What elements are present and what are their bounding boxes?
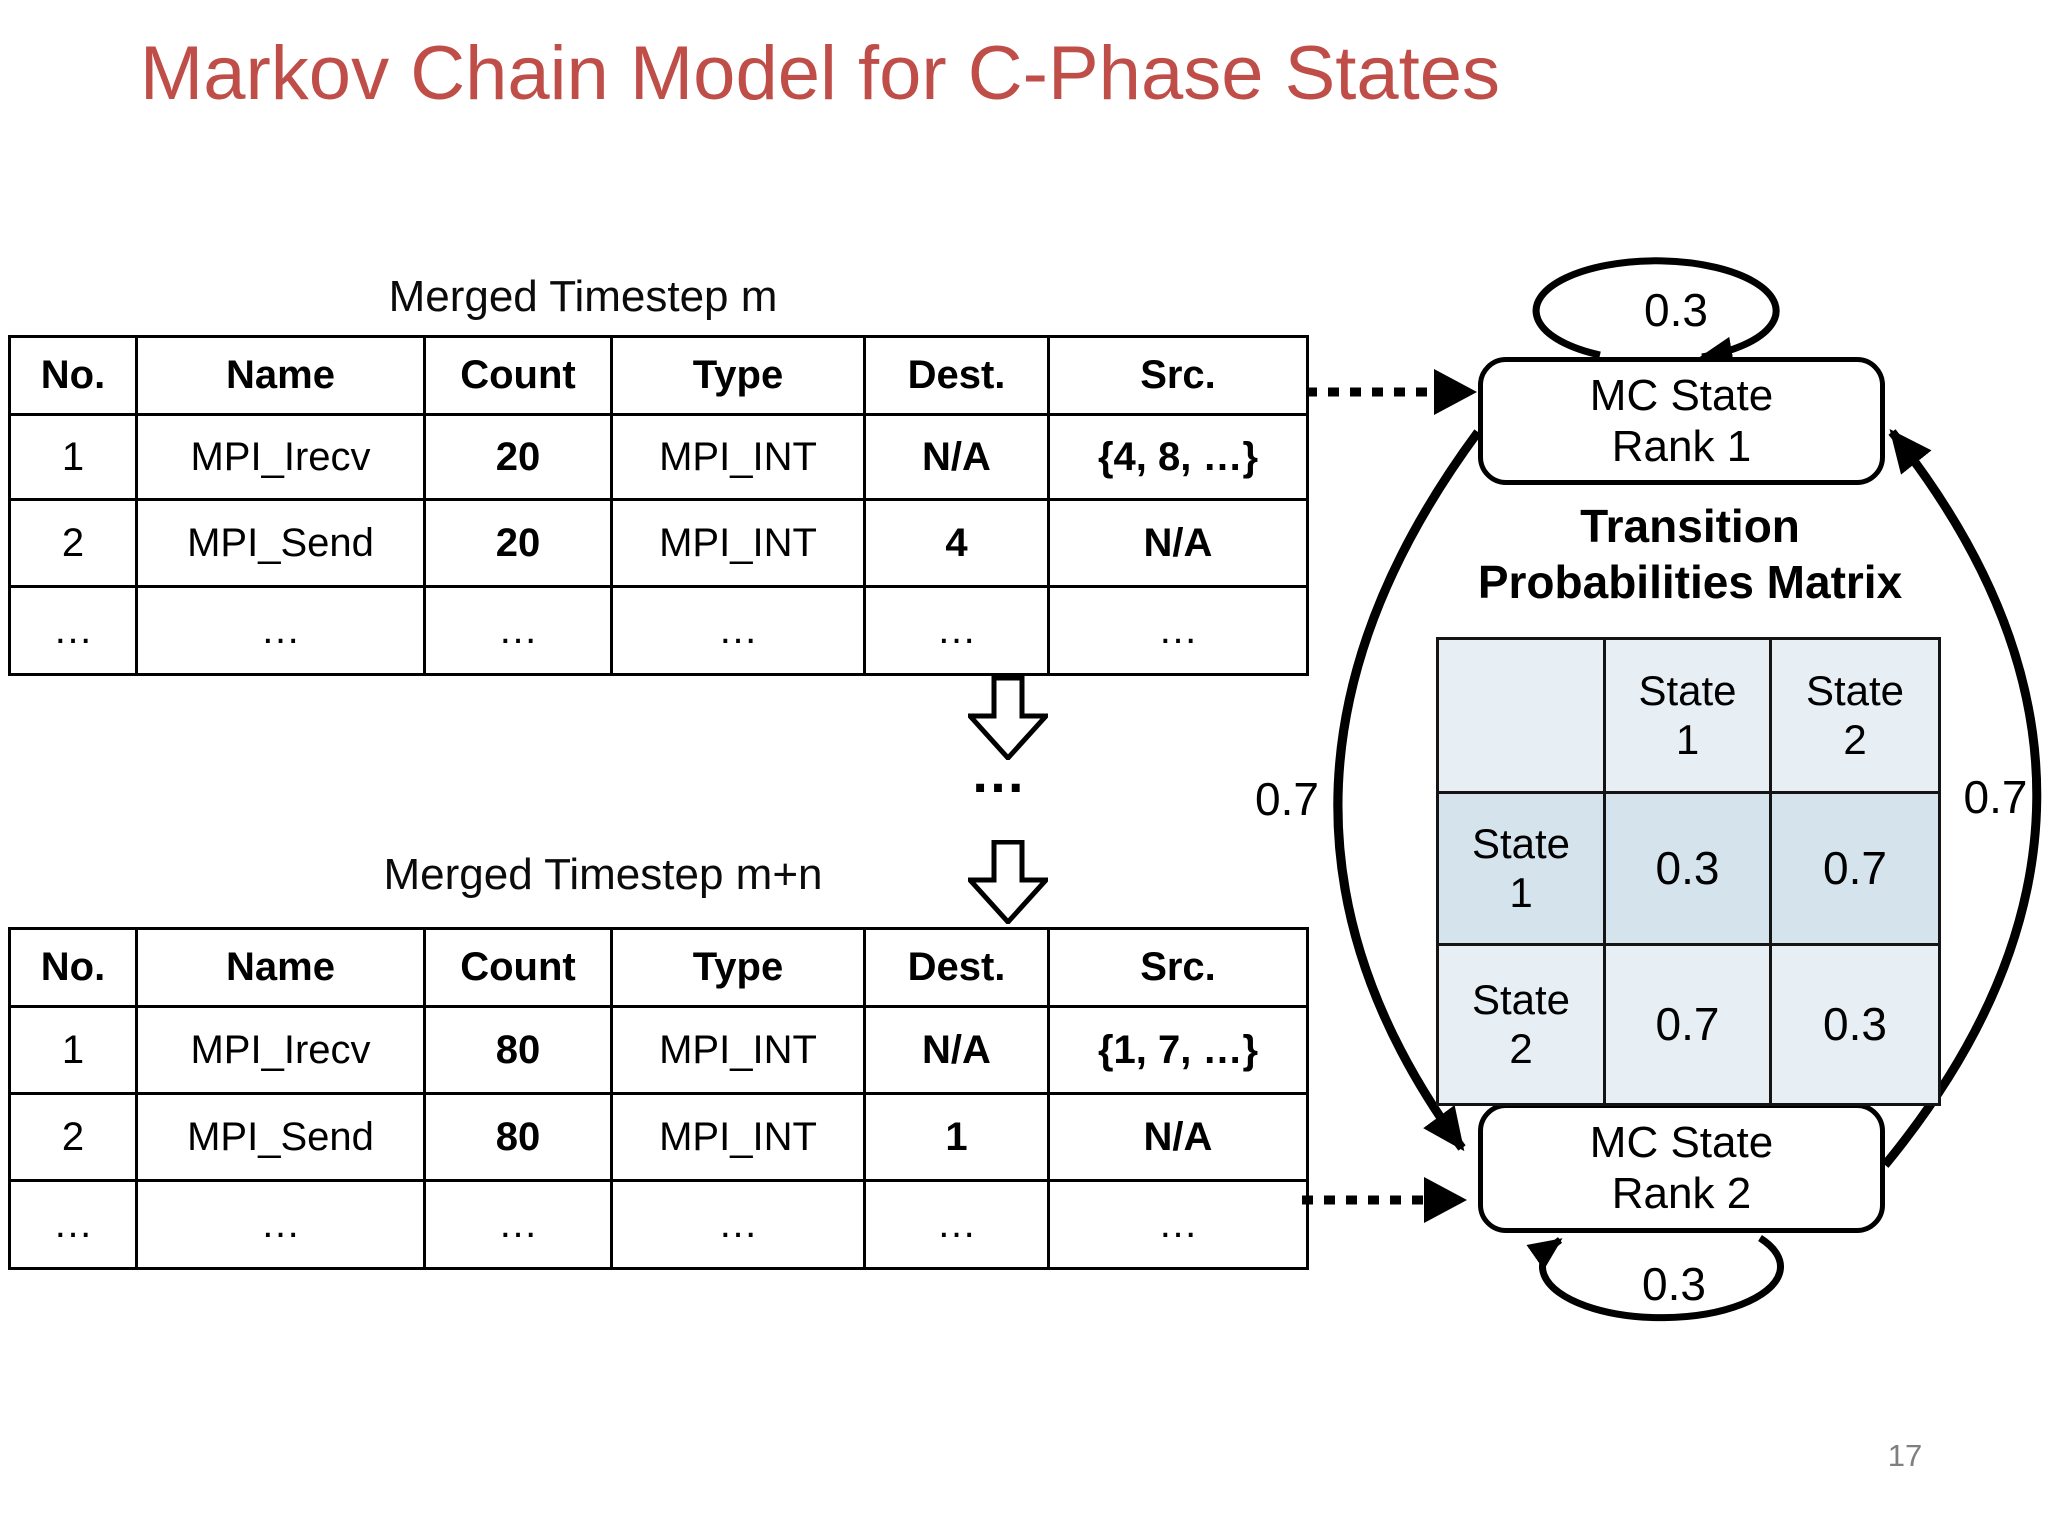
matrix-title-line: Probabilities Matrix (1477, 556, 1903, 609)
self-loop-top-probability: 0.3 (1644, 284, 1708, 336)
matrix-row-state2: State 2 0.7 0.3 (1436, 943, 1941, 1106)
cell: … (863, 1179, 1050, 1270)
table-row: 2 MPI_Send 80 MPI_INT 1 N/A (8, 1092, 1309, 1182)
matrix-title: Transition Probabilities Matrix (1390, 498, 1990, 610)
cell: … (423, 585, 613, 676)
cell: 1 (863, 1092, 1050, 1182)
cell: MPI_INT (610, 1092, 866, 1182)
cell: {4, 8, …} (1047, 413, 1309, 501)
matrix-header-row: State 1 State 2 (1436, 637, 1941, 794)
table-header-row: No. Name Count Type Dest. Src. (8, 335, 1309, 416)
self-loop-state1 (1532, 257, 1780, 367)
cell: … (610, 1179, 866, 1270)
matrix-corner-cell (1436, 637, 1606, 794)
col-header: Src. (1047, 335, 1309, 416)
cell: MPI_Send (135, 1092, 426, 1182)
state-label-line: Rank 1 (1611, 422, 1752, 471)
table-row: … … … … … … (8, 1179, 1309, 1270)
down-arrow-icon (968, 676, 1048, 760)
matrix-col-header: State 1 (1603, 637, 1772, 794)
col-header: No. (8, 335, 138, 416)
mpi-table-timestep-m-plus-n: No. Name Count Type Dest. Src. 1 MPI_Ire… (8, 927, 1309, 1270)
cell: N/A (863, 413, 1050, 501)
col-header: Name (135, 335, 426, 416)
cell: N/A (1047, 498, 1309, 588)
self-loop-bottom-probability: 0.3 (1642, 1258, 1706, 1310)
cell: {1, 7, …} (1047, 1005, 1309, 1095)
table-row: 1 MPI_Irecv 80 MPI_INT N/A {1, 7, …} (8, 1005, 1309, 1095)
mpi-table-timestep-m: No. Name Count Type Dest. Src. 1 MPI_Ire… (8, 335, 1309, 676)
cell: … (863, 585, 1050, 676)
cell: MPI_INT (610, 498, 866, 588)
cell: … (8, 1179, 138, 1270)
state-label-line: MC State (1589, 370, 1774, 420)
matrix-value: 0.7 (1769, 791, 1941, 946)
dotted-arrow-table-m-to-state1 (1306, 369, 1477, 415)
transition-probabilities-matrix: State 1 State 2 State 1 0.3 0.7 State 2 … (1436, 637, 1941, 1106)
col-header: Src. (1047, 927, 1309, 1008)
cell: MPI_INT (610, 1005, 866, 1095)
cell: … (423, 1179, 613, 1270)
cell: … (135, 585, 426, 676)
col-header: Name (135, 927, 426, 1008)
cell: N/A (863, 1005, 1050, 1095)
table-row: 2 MPI_Send 20 MPI_INT 4 N/A (8, 498, 1309, 588)
cell: MPI_Send (135, 498, 426, 588)
table-row: 1 MPI_Irecv 20 MPI_INT N/A {4, 8, …} (8, 413, 1309, 501)
table2-caption: Merged Timestep m+n (383, 850, 823, 899)
self-loop-state2 (1526, 1235, 1784, 1322)
cell: 2 (8, 1092, 138, 1182)
cell: … (1047, 585, 1309, 676)
transition-left-probability: 0.7 (1255, 773, 1319, 825)
cell: 2 (8, 498, 138, 588)
col-header: No. (8, 927, 138, 1008)
cell: 80 (423, 1092, 613, 1182)
col-header: Dest. (863, 335, 1050, 416)
table-row: … … … … … … (8, 585, 1309, 676)
matrix-title-line: Transition (1580, 500, 1800, 552)
slide-title: Markov Chain Model for C-Phase States (139, 31, 1501, 116)
transition-arc-state2-to-state1 (1881, 428, 2042, 1168)
flow-ellipsis: … (970, 741, 1030, 804)
cell: MPI_Irecv (135, 1005, 426, 1095)
matrix-row-header: State 1 (1436, 791, 1606, 946)
down-arrow-icon (968, 840, 1048, 924)
matrix-col-header: State 2 (1769, 637, 1941, 794)
table1-caption: Merged Timestep m (388, 272, 778, 321)
mc-state-rank1-node: MC State Rank 1 (1478, 357, 1885, 485)
state-label-line: MC State (1589, 1117, 1774, 1167)
col-header: Count (423, 335, 613, 416)
state-label-line: Rank 2 (1611, 1169, 1752, 1218)
matrix-value: 0.3 (1603, 791, 1772, 946)
transition-arc-state1-to-state2 (1333, 429, 1482, 1152)
matrix-value: 0.3 (1769, 943, 1941, 1106)
cell: N/A (1047, 1092, 1309, 1182)
cell: 20 (423, 413, 613, 501)
cell: … (610, 585, 866, 676)
cell: 4 (863, 498, 1050, 588)
matrix-row-state1: State 1 0.3 0.7 (1436, 791, 1941, 946)
cell: 1 (8, 1005, 138, 1095)
matrix-row-header: State 2 (1436, 943, 1606, 1106)
matrix-value: 0.7 (1603, 943, 1772, 1106)
cell: MPI_Irecv (135, 413, 426, 501)
col-header: Dest. (863, 927, 1050, 1008)
cell: … (1047, 1179, 1309, 1270)
transition-right-probability: 0.7 (1963, 771, 2028, 823)
cell: 1 (8, 413, 138, 501)
cell: … (135, 1179, 426, 1270)
cell: MPI_INT (610, 413, 866, 501)
page-number: 17 (1887, 1438, 1923, 1473)
table-header-row: No. Name Count Type Dest. Src. (8, 927, 1309, 1008)
mc-state-rank2-node: MC State Rank 2 (1478, 1103, 1885, 1233)
cell: … (8, 585, 138, 676)
cell: 20 (423, 498, 613, 588)
col-header: Type (610, 927, 866, 1008)
dotted-arrow-table-mn-to-state2 (1302, 1177, 1467, 1223)
cell: 80 (423, 1005, 613, 1095)
col-header: Type (610, 335, 866, 416)
col-header: Count (423, 927, 613, 1008)
